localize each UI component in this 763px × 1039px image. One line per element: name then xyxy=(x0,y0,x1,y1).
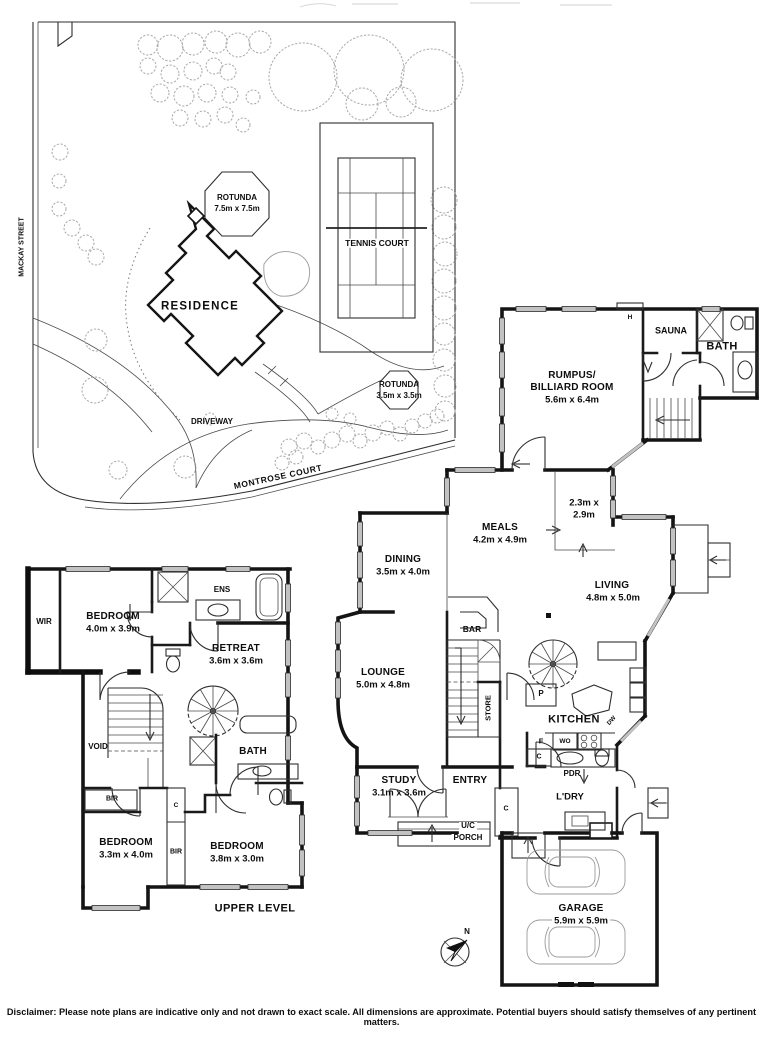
label-bedroom2: BEDROOM xyxy=(99,837,153,848)
label-residence: RESIDENCE xyxy=(161,300,239,313)
label-void: VOID xyxy=(88,742,108,751)
top-edge-remnants xyxy=(299,2,612,8)
label-pantry: P xyxy=(538,689,544,698)
tennis-court xyxy=(319,122,434,353)
label-lounge-dims: 5.0m x 4.8m xyxy=(356,679,410,691)
label-lounge: LOUNGE xyxy=(361,667,405,678)
upper-level-plan xyxy=(25,566,304,910)
label-garage: GARAGE xyxy=(556,903,606,914)
label-mackay-street: MACKAY STREET xyxy=(18,217,26,277)
compass-icon xyxy=(440,937,470,967)
label-porch-1: U/C xyxy=(459,821,477,830)
label-meals: MEALS xyxy=(482,522,518,533)
spiral-stair-upper xyxy=(187,685,239,766)
label-cupboard-upper: C xyxy=(173,801,179,809)
label-rotunda-small: ROTUNDA xyxy=(379,380,419,389)
label-entry: ENTRY xyxy=(452,775,488,786)
label-bath-ground: BATH xyxy=(706,340,738,353)
label-driveway: DRIVEWAY xyxy=(191,417,233,426)
label-cupboard-entry: C xyxy=(503,805,509,813)
label-rumpus-dims: 5.6m x 6.4m xyxy=(545,394,599,406)
label-bedroom2-dims: 3.3m x 4.0m xyxy=(99,849,153,861)
label-bath-upper: BATH xyxy=(239,746,267,757)
label-compass-north: N xyxy=(464,927,470,936)
main-stairs xyxy=(446,639,502,738)
label-atrium-dims-2: 2.9m xyxy=(573,509,595,521)
label-porch-2: PORCH xyxy=(451,833,485,842)
windows xyxy=(65,306,721,911)
label-ens: ENS xyxy=(213,585,231,594)
residence-footprint xyxy=(146,199,311,377)
label-garage-dims: 5.9m x 5.9m xyxy=(552,915,610,927)
label-rotunda-small-dims: 3.5m x 3.5m xyxy=(376,391,422,400)
ground-bath-fixtures xyxy=(616,302,758,393)
rotunda-large xyxy=(204,171,270,237)
spiral-stair-ground xyxy=(528,639,578,689)
car-2 xyxy=(526,919,626,965)
label-bedroom1-dims: 4.0m x 3.9m xyxy=(86,623,140,635)
label-wir: WIR xyxy=(36,617,52,626)
label-fridge: F xyxy=(538,736,544,746)
label-meals-dims: 4.2m x 4.9m xyxy=(473,534,527,546)
disclaimer-text: Disclaimer: Please note plans are indica… xyxy=(6,1007,757,1027)
label-dining: DINING xyxy=(384,554,422,565)
label-sauna: SAUNA xyxy=(654,325,688,336)
bar-counter xyxy=(448,596,499,632)
kitchen-fixtures xyxy=(506,641,647,785)
label-bir1: BIR xyxy=(105,795,119,803)
label-atrium-dims-1: 2.3m x xyxy=(569,497,599,509)
trees xyxy=(51,30,464,480)
label-cupboard-kitchen: C xyxy=(536,753,542,761)
label-living: LIVING xyxy=(594,580,630,591)
label-retreat: RETREAT xyxy=(212,643,260,654)
label-rumpus-1: RUMPUS/ xyxy=(548,370,596,381)
label-tennis-court: TENNIS COURT xyxy=(343,237,411,248)
label-dining-dims: 3.5m x 4.0m xyxy=(376,566,430,578)
label-bir2: BIR xyxy=(169,848,183,856)
label-wall-oven: WO xyxy=(559,737,571,745)
label-upper-level-caption: UPPER LEVEL xyxy=(214,902,296,915)
upper-bath-fixtures xyxy=(214,715,304,814)
upper-stairs xyxy=(107,687,164,788)
rotunda-small xyxy=(379,370,419,410)
label-rotunda-large-dims: 7.5m x 7.5m xyxy=(214,204,260,213)
label-bedroom3-dims: 3.8m x 3.0m xyxy=(210,853,264,865)
label-rotunda-large: ROTUNDA xyxy=(217,193,257,202)
label-kitchen: KITCHEN xyxy=(548,713,600,726)
label-study: STUDY xyxy=(381,775,417,786)
label-bar: BAR xyxy=(462,623,482,634)
car-1 xyxy=(526,849,626,895)
label-retreat-dims: 3.6m x 3.6m xyxy=(209,655,263,667)
label-bedroom3: BEDROOM xyxy=(210,841,264,852)
label-store: STORE xyxy=(483,695,493,721)
ground-floor-plan xyxy=(336,302,759,987)
label-bedroom1: BEDROOM xyxy=(86,611,140,622)
rumpus-stairs xyxy=(649,398,693,438)
label-study-dims: 3.1m x 3.6m xyxy=(372,787,426,799)
label-rumpus-2: BILLIARD ROOM xyxy=(530,382,614,393)
label-laundry: L'DRY xyxy=(556,791,584,803)
label-powder: PDR xyxy=(563,769,581,778)
site-plan xyxy=(32,21,464,511)
label-living-dims: 4.8m x 5.0m xyxy=(586,592,640,604)
label-hws: H xyxy=(627,313,633,321)
